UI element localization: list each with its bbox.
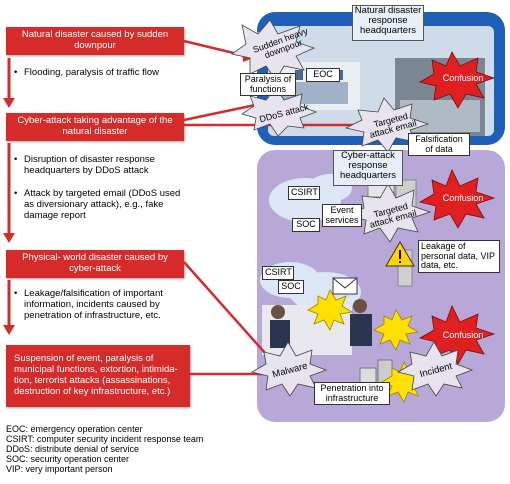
confusion-label: Confusion [442,330,484,340]
stage-box-consequences: Suspension of event, paralysis of munici… [6,345,190,407]
connector-arrow [183,39,243,57]
email-icon [332,277,358,295]
stage-box-natural-disaster: Natural disaster caused by sudden downpo… [6,27,184,55]
starburst-shape [307,289,354,331]
bullet-text: Flooding, paralysis of traffic flow [24,67,159,78]
bullet-item: •Disruption of disaster response headqua… [14,154,155,176]
bullet-text: Disruption of disaster response headquar… [24,154,155,176]
down-arrow [3,143,15,243]
bullet-item: •Flooding, paralysis of traffic flow [14,67,159,78]
legend-item: EOC: emergency operation center [6,424,143,434]
eoc-label: EOC [306,68,340,82]
csirt-label: CSIRT [262,266,294,280]
soc-label: SOC [278,280,304,294]
penetration-label: Penetration into infrastructure [314,382,390,406]
confusion-label: Confusion [442,73,484,83]
paralysis-label: Paralysis of functions [240,73,296,97]
legend: EOC: emergency operation center CSIRT: c… [6,424,203,474]
event-services-label: Event services [322,204,362,228]
legend-item: SOC: security operation center [6,454,130,465]
stage-box-cyber-attack: Cyber-attack taking advantage of the nat… [6,113,184,141]
bullet-text: Attack by targeted email (DDoS used as d… [24,188,181,221]
connector-arrow [183,102,261,122]
leakage-label: Leakage of personal data, VIP data, etc. [418,240,500,274]
legend-item: CSIRT: computer security incident respon… [6,434,204,445]
starburst-shape [231,19,316,81]
down-arrow [3,58,15,108]
starburst-shape [373,309,420,351]
down-arrow [3,280,15,335]
soc-label: SOC [292,218,320,232]
falsification-label: Falsification of data [408,133,470,157]
legend-item: DDoS: distribute denial of service [6,444,140,455]
starburst-shape [396,341,474,397]
cyber-hq-label: Cyber-attack response headquarters [333,150,403,186]
confusion-label: Confusion [442,193,484,203]
legend-item: VIP: very important person [6,464,113,475]
natural-disaster-hq-label: Natural disaster response headquarters [352,5,424,41]
csirt-label: CSIRT [288,186,320,200]
starburst-shape [418,169,496,229]
starburst-shape [418,51,496,109]
stage-box-physical-disaster: Physical- world disaster caused by cyber… [6,250,184,278]
bullet-item: •Attack by targeted email (DDoS used as … [14,188,181,221]
bullet-item: •Leakage/falsification of important info… [14,288,163,321]
bullet-text: Leakage/falsification of important infor… [24,288,163,321]
